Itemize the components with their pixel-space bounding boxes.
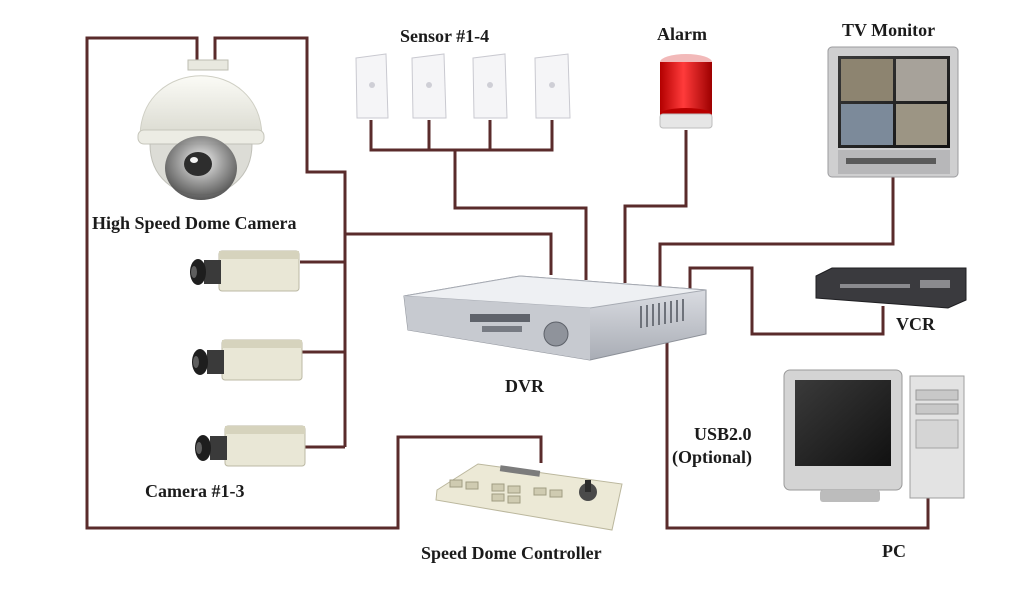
box-camera-icon [195, 425, 306, 467]
label-cameras: Camera #1-3 [145, 481, 245, 501]
label-sensor: Sensor #1-4 [400, 26, 490, 46]
label-usb-optional: (Optional) [672, 447, 753, 467]
dvr-unit-icon [403, 275, 707, 361]
label-tv-monitor: TV Monitor [842, 20, 936, 40]
box-camera-icon [190, 250, 300, 292]
wire-dome-controller [85, 36, 543, 530]
wire-cameras-dvr [345, 232, 553, 275]
wire-sensors-dvr [453, 150, 588, 280]
label-alarm: Alarm [657, 24, 707, 44]
wiring [85, 36, 930, 530]
label-usb: USB2.0 [694, 424, 752, 444]
pir-sensor-icon [411, 53, 447, 119]
wire-dome-bus [213, 36, 347, 447]
wire-pc-dvr [665, 338, 930, 530]
label-dome-camera: High Speed Dome Camera [92, 213, 297, 233]
pc-tower-icon [783, 369, 965, 502]
alarm-beacon-icon [659, 54, 713, 129]
wire-sensor-bus [369, 120, 554, 152]
pir-sensor-icon [534, 53, 571, 119]
pir-sensor-icon [472, 53, 508, 119]
label-pc: PC [882, 541, 906, 561]
wire-alarm-dvr [623, 130, 688, 283]
label-dvr: DVR [505, 376, 544, 396]
label-vcr: VCR [896, 314, 935, 334]
label-controller: Speed Dome Controller [421, 543, 602, 563]
wire-monitor-dvr [658, 176, 895, 287]
box-camera-icon [192, 339, 303, 381]
dome-camera-icon [137, 59, 265, 200]
wire-vcr-dvr [688, 266, 885, 336]
ptz-keyboard-icon [435, 463, 623, 531]
pir-sensor-icon [355, 53, 389, 119]
crt-monitor-icon [827, 46, 959, 178]
vcr-unit-icon [815, 267, 967, 309]
